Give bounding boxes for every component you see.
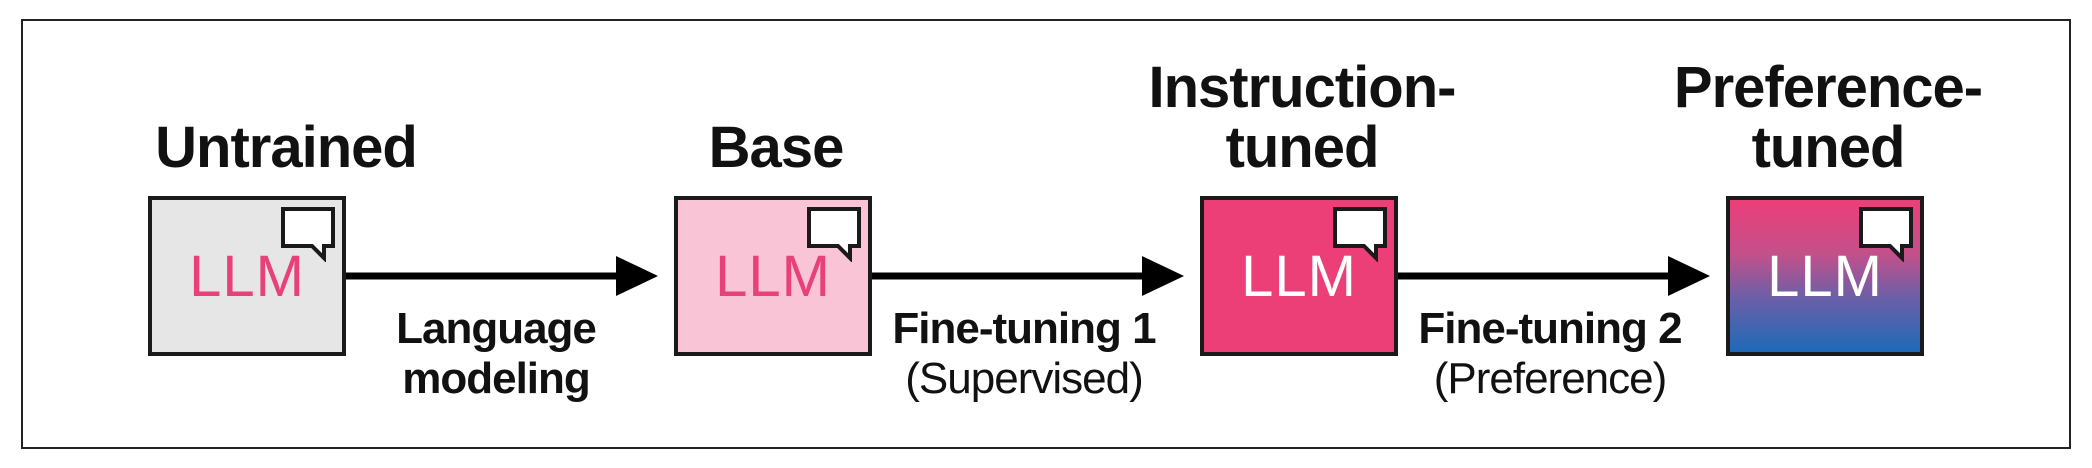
edge-label-line: modeling — [402, 354, 591, 403]
llm-label: LLM — [189, 244, 305, 309]
llm-box-instruction-tuned: LLM — [1200, 196, 1398, 356]
edge-label-line: Fine-tuning 2 — [1418, 304, 1682, 353]
edge-label-language-modeling: Language modeling — [356, 304, 636, 404]
diagram-frame — [21, 19, 2071, 449]
llm-label: LLM — [1767, 244, 1883, 309]
arrow-right-icon — [346, 256, 658, 296]
edge-label-sub: (Supervised) — [905, 354, 1143, 403]
stage-title-preference-tuned: Preference- tuned — [1648, 58, 2008, 178]
stage-title-untrained: Untrained — [106, 118, 466, 178]
stage-title-line: tuned — [1751, 115, 1906, 180]
llm-label: LLM — [715, 244, 831, 309]
edge-label-line: Fine-tuning 1 — [892, 304, 1156, 353]
llm-box-base: LLM — [674, 196, 872, 356]
stage-title-line: tuned — [1225, 115, 1380, 180]
stage-title-line: Instruction- — [1148, 55, 1457, 120]
llm-box-preference-tuned: LLM — [1726, 196, 1924, 356]
arrow-right-icon — [872, 256, 1184, 296]
llm-label: LLM — [1241, 244, 1357, 309]
edge-label-sub: (Preference) — [1433, 354, 1668, 403]
stage-title-instruction-tuned: Instruction- tuned — [1122, 58, 1482, 178]
stage-title-line: Untrained — [155, 115, 418, 180]
edge-label-line: Language — [396, 304, 597, 353]
llm-box-untrained: LLM — [148, 196, 346, 356]
edge-label-fine-tuning-2: Fine-tuning 2 (Preference) — [1410, 304, 1690, 404]
speech-bubble-icon — [1333, 207, 1387, 262]
speech-bubble-icon — [1859, 207, 1913, 262]
edge-label-fine-tuning-1: Fine-tuning 1 (Supervised) — [884, 304, 1164, 404]
speech-bubble-icon — [281, 207, 335, 262]
stage-title-base: Base — [596, 118, 956, 178]
stage-title-line: Preference- — [1673, 55, 1983, 120]
arrow-right-icon — [1398, 256, 1710, 296]
speech-bubble-icon — [807, 207, 861, 262]
stage-title-line: Base — [708, 115, 845, 180]
